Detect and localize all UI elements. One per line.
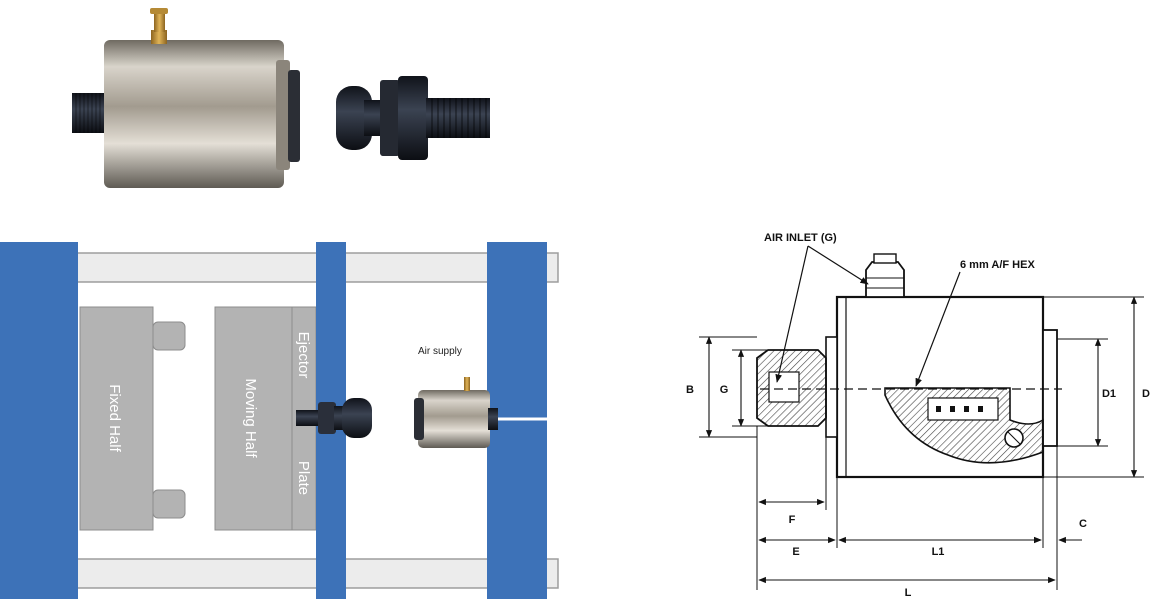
drawing-collar bbox=[825, 336, 838, 438]
mold-diagram: Fixed Half Moving Half Ejector Plate Air… bbox=[0, 242, 559, 599]
dim-e-label: E bbox=[792, 546, 799, 558]
fixed-half-label: Fixed Half bbox=[106, 384, 123, 452]
drawing-top-fitting bbox=[865, 261, 905, 298]
fixed-platen bbox=[0, 242, 78, 599]
ejector-pull-stud bbox=[296, 398, 372, 438]
hex-label: 6 mm A/F HEX bbox=[960, 259, 1035, 271]
dim-d-label: D bbox=[1142, 388, 1150, 400]
tie-bar-bottom bbox=[7, 558, 559, 589]
ejector-label: Ejector bbox=[295, 332, 312, 379]
air-cylinder bbox=[414, 377, 547, 448]
body-ring bbox=[288, 70, 300, 162]
plate-label: Plate bbox=[295, 461, 312, 495]
dim-d1-label: D1 bbox=[1102, 388, 1116, 400]
dim-l-label: L bbox=[905, 587, 912, 599]
dim-g-label: G bbox=[720, 384, 729, 396]
fixed-half bbox=[79, 306, 154, 531]
drawing-inlet-bore bbox=[768, 371, 800, 403]
air-fitting bbox=[464, 377, 470, 391]
dim-c-label: C bbox=[1079, 518, 1087, 530]
thread-stub bbox=[72, 93, 108, 133]
moving-half bbox=[214, 306, 293, 531]
leader-air-inlet-top bbox=[807, 245, 869, 285]
drawing-section bbox=[884, 387, 1044, 464]
dim-l1-label: L1 bbox=[932, 546, 945, 558]
guide-pin-top bbox=[152, 321, 186, 351]
moving-half-label: Moving Half bbox=[242, 378, 259, 458]
pull-stud bbox=[336, 76, 490, 160]
leader-air-inlet-side bbox=[775, 245, 809, 383]
body-flange bbox=[276, 60, 290, 170]
air-supply-label: Air supply bbox=[418, 346, 462, 357]
steel-body bbox=[104, 40, 284, 188]
guide-pin-bottom bbox=[152, 489, 186, 519]
tie-bar-top bbox=[7, 252, 559, 283]
leader-hex bbox=[915, 271, 961, 387]
dim-f-label: F bbox=[789, 514, 796, 526]
product-photo bbox=[72, 8, 490, 188]
technical-drawing: AIR INLET (G) 6 mm A/F HEX B G D1 D F E … bbox=[686, 232, 1150, 599]
brass-fitting bbox=[151, 30, 167, 44]
drawing-flange bbox=[1042, 329, 1058, 447]
air-inlet-label: AIR INLET (G) bbox=[764, 232, 837, 244]
dim-b-label: B bbox=[686, 384, 694, 396]
